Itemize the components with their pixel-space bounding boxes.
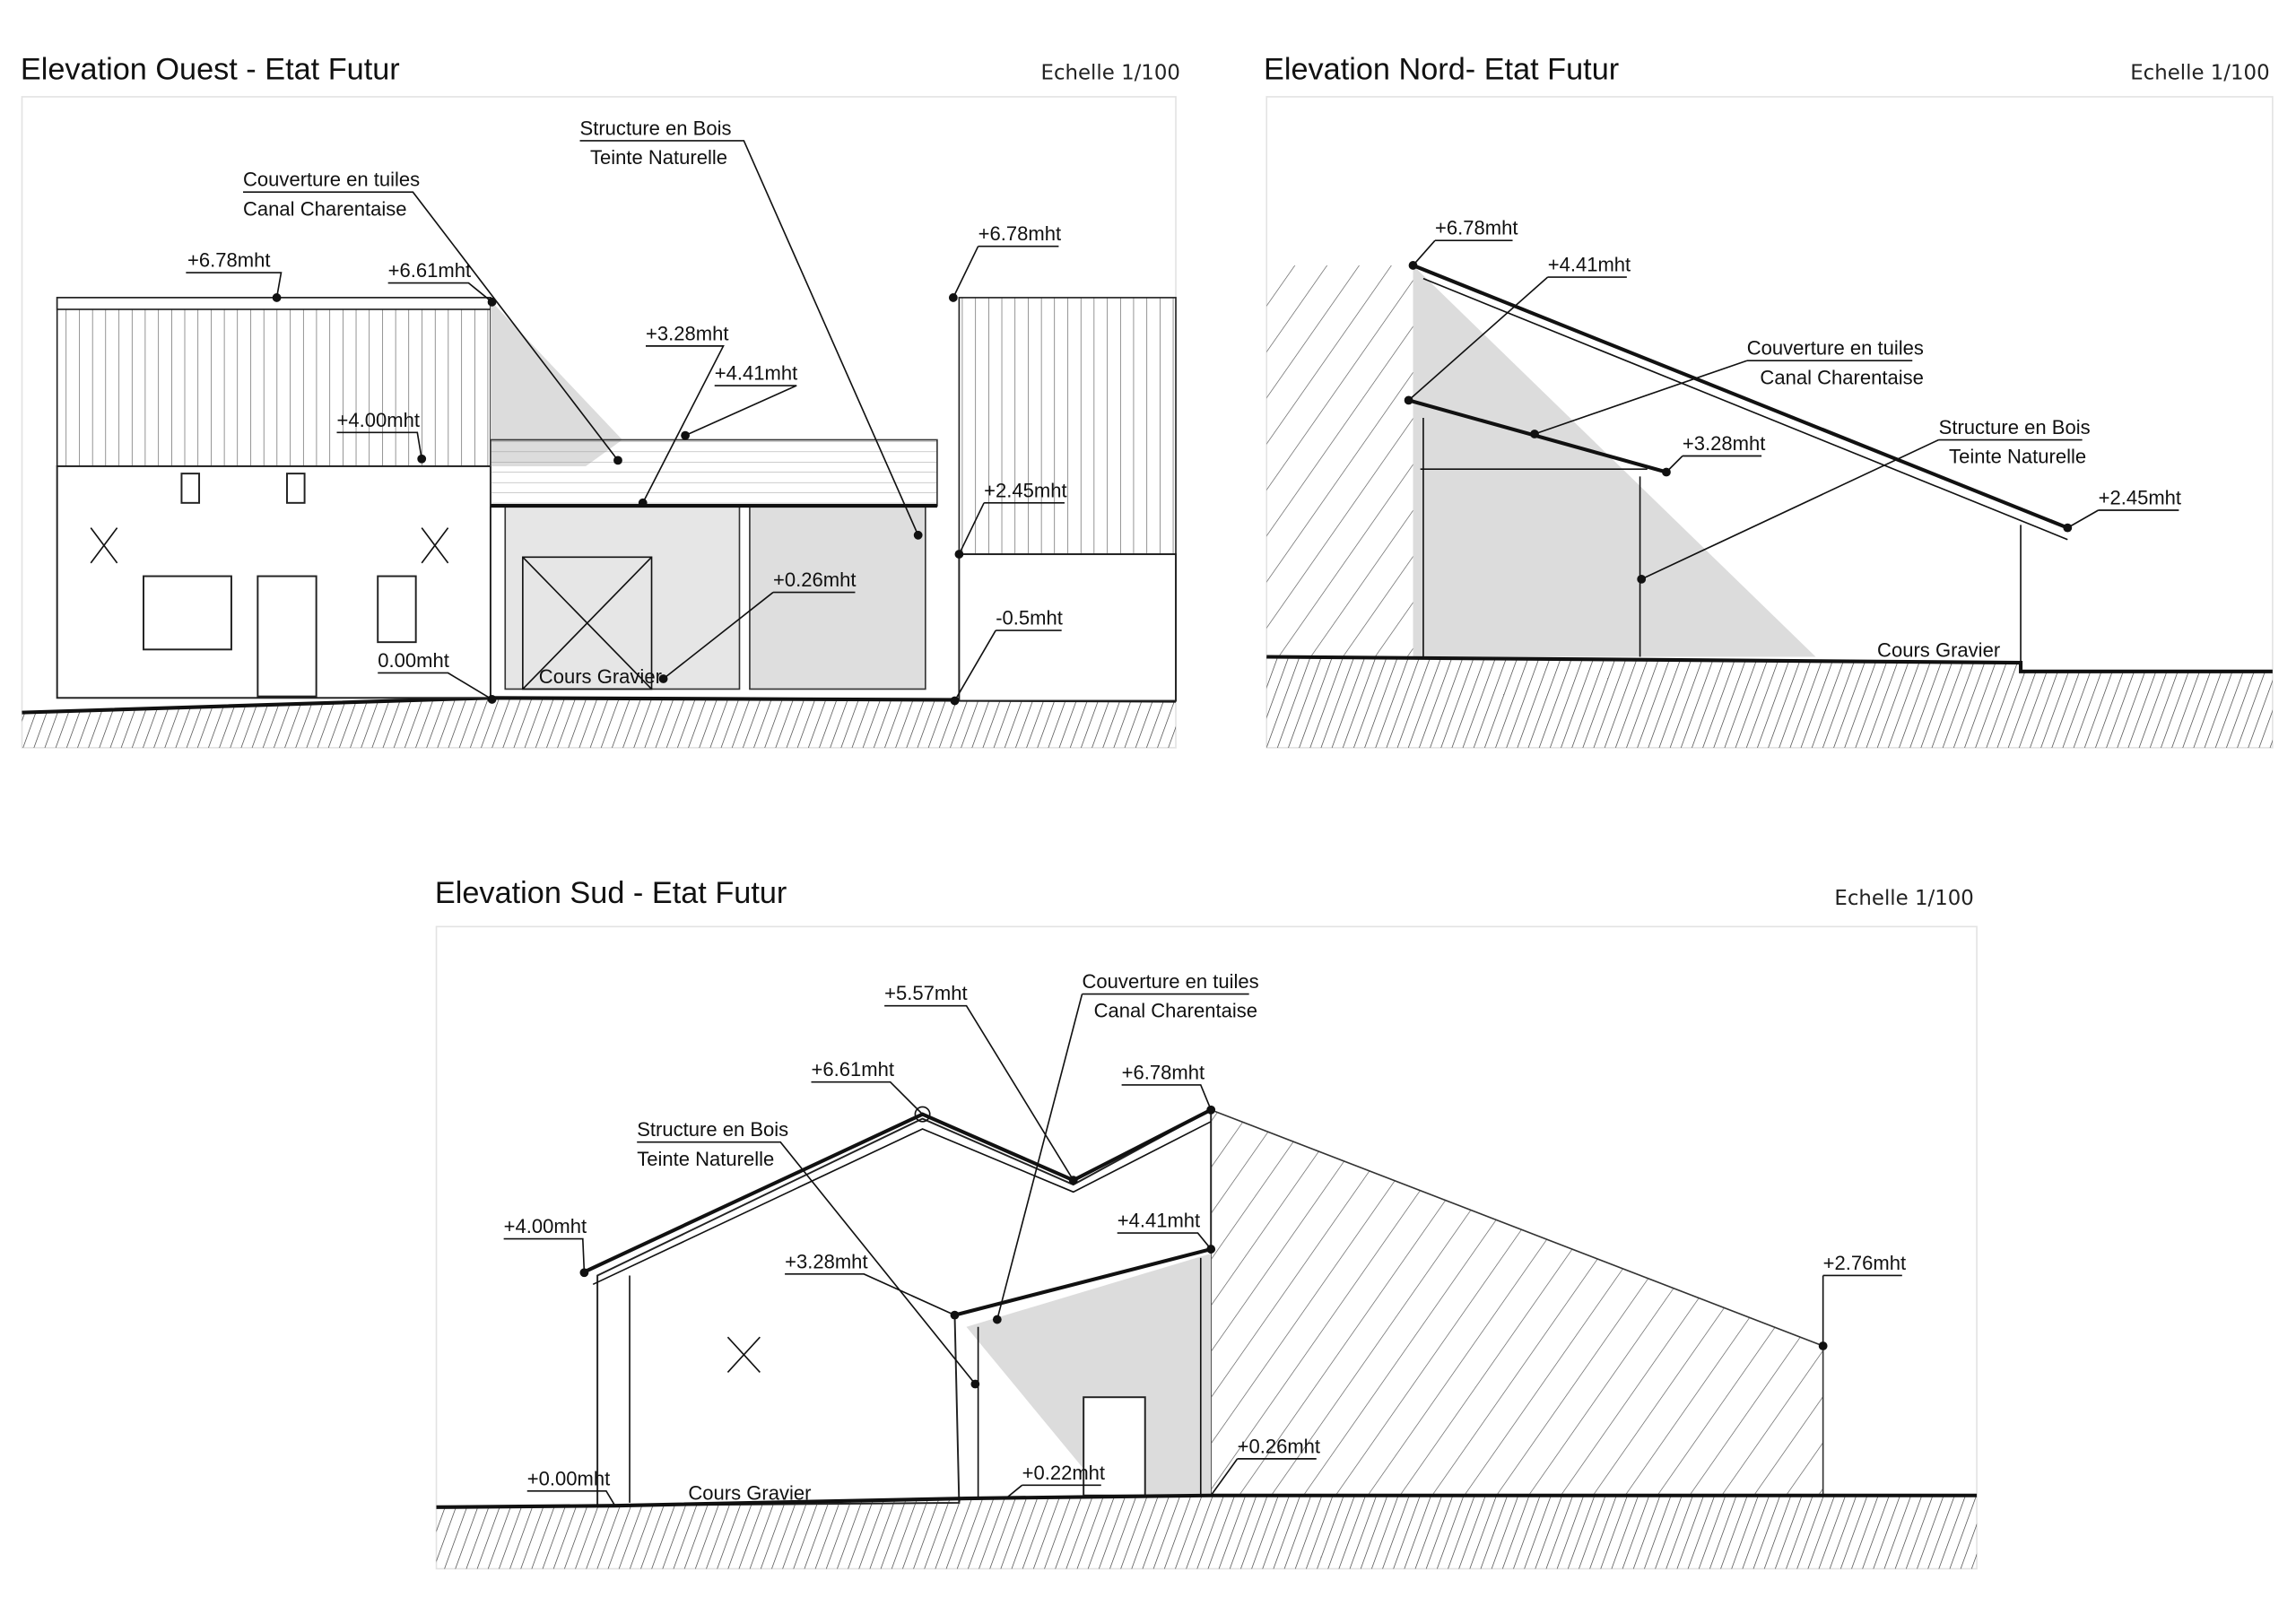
level-label: +0.26mht xyxy=(1238,1435,1320,1457)
right-building xyxy=(958,297,1177,702)
elevation-sud-panel: Elevation Sud - Etat Futur Echelle 1/100… xyxy=(435,876,1978,1570)
level-label: +0.26mht xyxy=(773,568,856,591)
ground-label: Cours Gravier xyxy=(1877,638,2000,661)
level-label: +6.61mht xyxy=(811,1058,893,1081)
ground xyxy=(1266,655,2273,748)
level-label: +4.41mht xyxy=(715,361,797,384)
level-label: +6.78mht xyxy=(1435,217,1518,239)
level-label: +4.41mht xyxy=(1118,1210,1200,1232)
annotations: +6.78mht +6.61mht Couverture en tuiles C… xyxy=(186,117,1067,706)
level-label: +2.45mht xyxy=(2099,486,2181,508)
ground-label: Cours Gravier xyxy=(688,1482,811,1505)
material-label: Structure en Bois xyxy=(580,117,732,139)
elevation-nord-panel: Elevation Nord- Etat Futur Echelle 1/100… xyxy=(1264,52,2274,749)
level-label: +4.41mht xyxy=(1548,253,1631,275)
level-label: +4.00mht xyxy=(337,409,420,431)
level-label: +0.22mht xyxy=(1022,1462,1105,1484)
ground xyxy=(436,1493,1978,1569)
level-label: +6.78mht xyxy=(187,249,270,272)
material-label: Canal Charentaise xyxy=(1094,1000,1257,1022)
material-label: Structure en Bois xyxy=(637,1118,788,1141)
level-label: +0.00mht xyxy=(527,1467,610,1489)
level-label: +6.78mht xyxy=(978,222,1061,245)
left-building xyxy=(56,297,491,699)
level-label: +6.78mht xyxy=(1122,1061,1205,1083)
panel-title: Elevation Ouest - Etat Futur xyxy=(21,52,400,86)
level-label: +3.28mht xyxy=(646,322,728,344)
ground xyxy=(22,696,1177,748)
middle-shed xyxy=(490,300,938,690)
material-label: Couverture en tuiles xyxy=(243,169,420,191)
level-label: +2.45mht xyxy=(984,479,1066,501)
elevation-ouest-panel: Elevation Ouest - Etat Futur Echelle 1/1… xyxy=(21,52,1180,749)
level-label: +3.28mht xyxy=(785,1250,867,1272)
level-label: +4.00mht xyxy=(504,1215,587,1237)
shadow xyxy=(1413,265,1816,657)
scale-label: Echelle 1/100 xyxy=(1834,887,1973,910)
material-label: Canal Charentaise xyxy=(243,197,406,220)
material-label: Couverture en tuiles xyxy=(1083,970,1259,993)
level-label: +3.28mht xyxy=(1683,432,1765,455)
level-label: -0.5mht xyxy=(996,607,1063,629)
level-label: 0.00mht xyxy=(378,649,449,672)
material-label: Teinte Naturelle xyxy=(637,1148,774,1170)
level-label: +6.61mht xyxy=(388,259,471,282)
material-label: Couverture en tuiles xyxy=(1747,337,1924,360)
main-roof xyxy=(1412,264,2069,667)
level-label: +2.76mht xyxy=(1823,1252,1906,1274)
main-roof xyxy=(581,1107,1213,1286)
canopy xyxy=(953,1247,1212,1499)
scale-label: Echelle 1/100 xyxy=(2130,61,2269,84)
material-label: Teinte Naturelle xyxy=(590,146,727,169)
ground-label: Cours Gravier xyxy=(539,665,662,688)
material-label: Canal Charentaise xyxy=(1760,366,1923,388)
material-label: Teinte Naturelle xyxy=(1949,446,2086,468)
level-label: +5.57mht xyxy=(884,982,967,1004)
panel-title: Elevation Nord- Etat Futur xyxy=(1264,52,1619,86)
panel-title: Elevation Sud - Etat Futur xyxy=(435,876,787,910)
material-label: Structure en Bois xyxy=(1939,416,2091,438)
hatched-wall xyxy=(1266,265,1413,657)
annotations: +6.78mht +4.41mht Couverture en tuiles C… xyxy=(1404,217,2181,662)
annotations: +5.57mht Couverture en tuiles Canal Char… xyxy=(504,970,1906,1506)
scale-label: Echelle 1/100 xyxy=(1041,61,1180,84)
